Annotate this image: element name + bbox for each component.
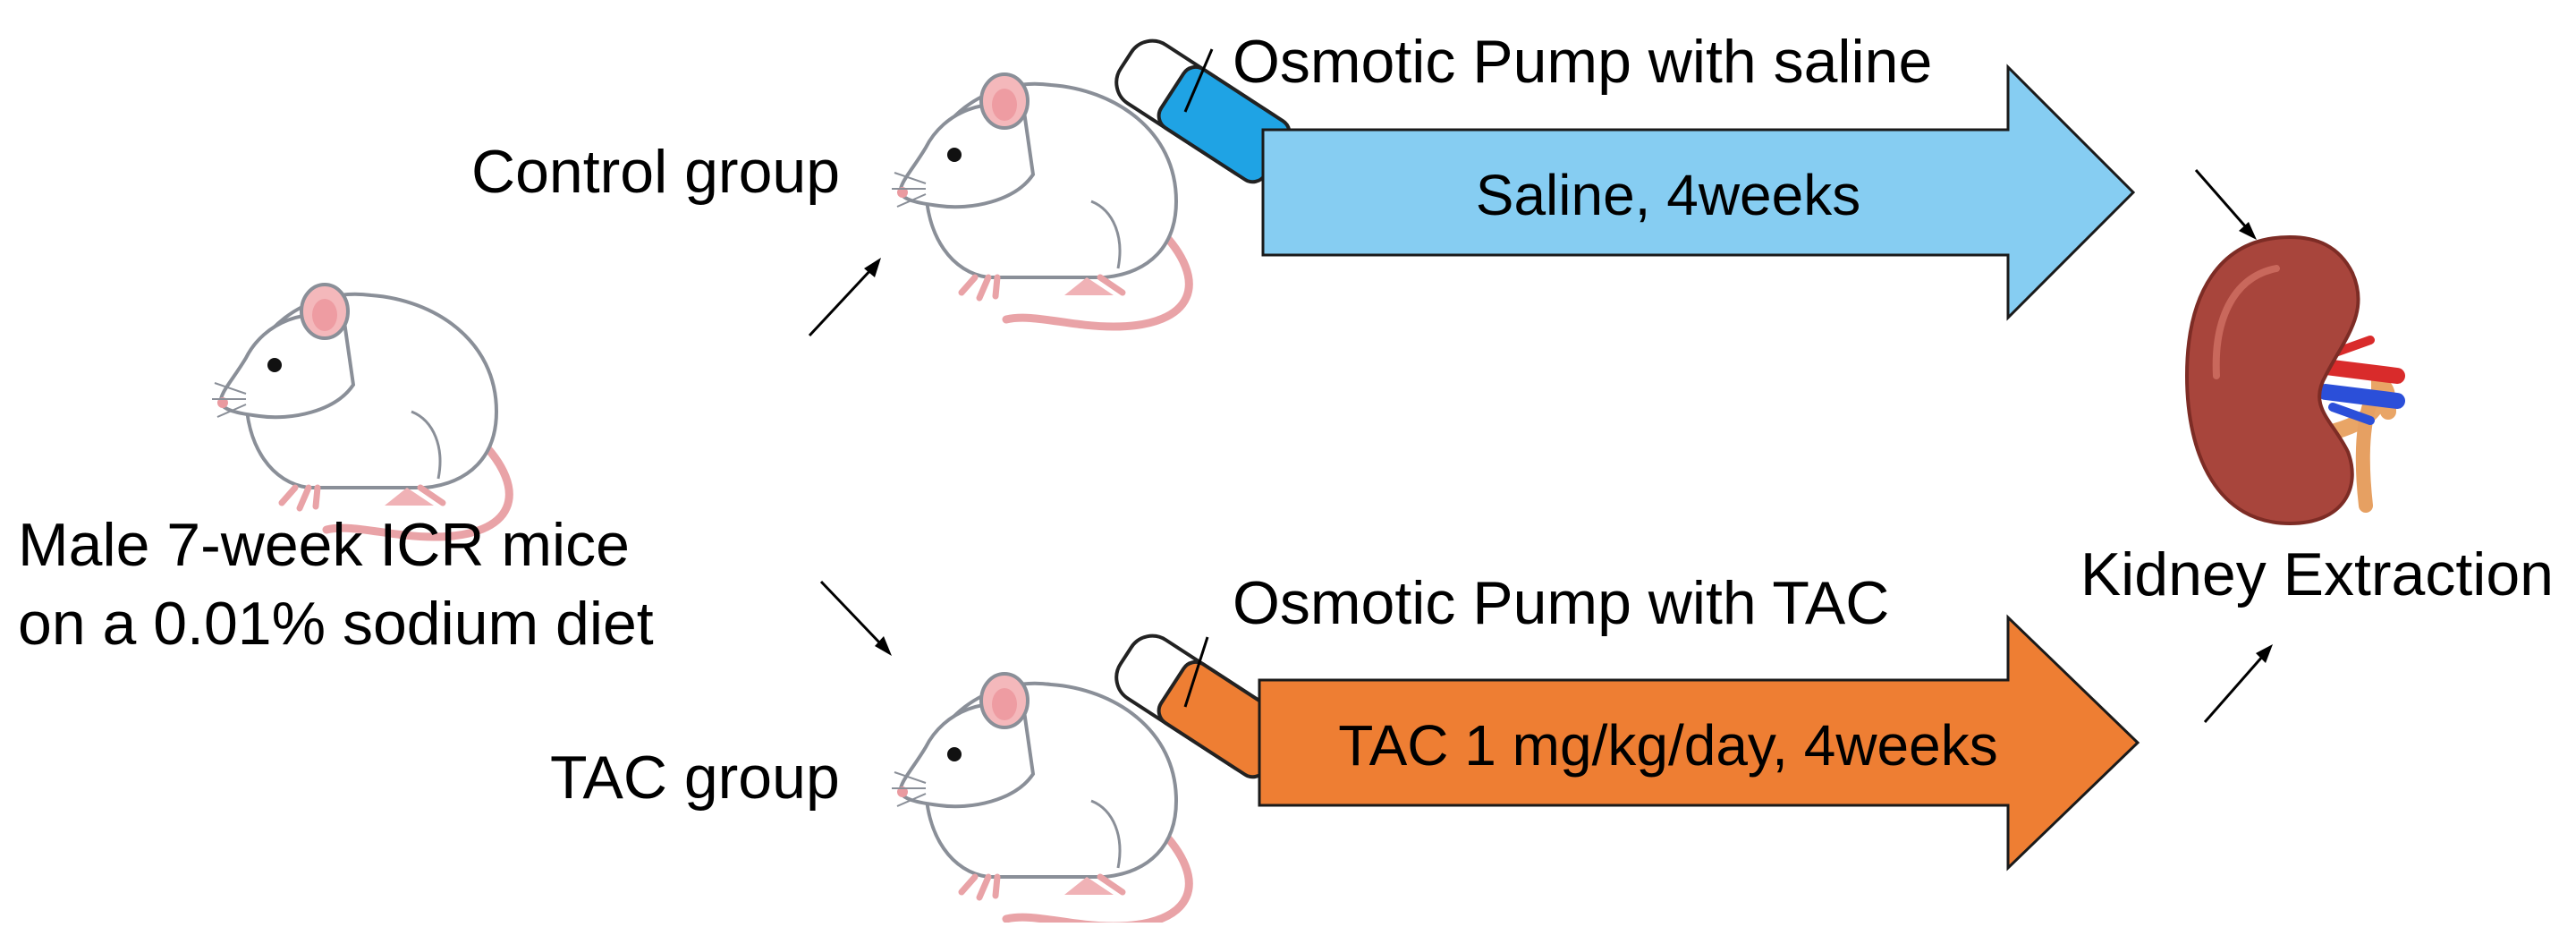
start-label-line2: on a 0.01% sodium diet [18,590,654,658]
start-mouse-icon [212,285,509,537]
tac-pump-label: Osmotic Pump with TAC [1233,569,1889,637]
connector-arrow-up [808,258,881,337]
connector-arrow-to-kidney-top [2194,169,2257,240]
control-group-label: Control group [471,138,840,206]
tac-treatment-label: TAC 1 mg/kg/day, 4weeks [1338,713,1997,778]
kidney-icon [2184,234,2405,526]
control-treatment-arrow [1261,64,2136,321]
connector-arrow-to-kidney-bottom [2203,644,2273,723]
start-label-line1: Male 7-week ICR mice [18,511,630,579]
control-pump-label: Osmotic Pump with saline [1233,28,1932,96]
control-treatment-label: Saline, 4weeks [1476,163,1860,227]
tac-group-label: TAC group [550,744,840,812]
tac-treatment-arrow [1258,614,2140,872]
connector-arrow-down [819,580,892,656]
control-pump-leader [1183,48,1214,113]
kidney-extraction-label: Kidney Extraction [2080,540,2554,608]
tac-pump-leader [1183,636,1209,708]
